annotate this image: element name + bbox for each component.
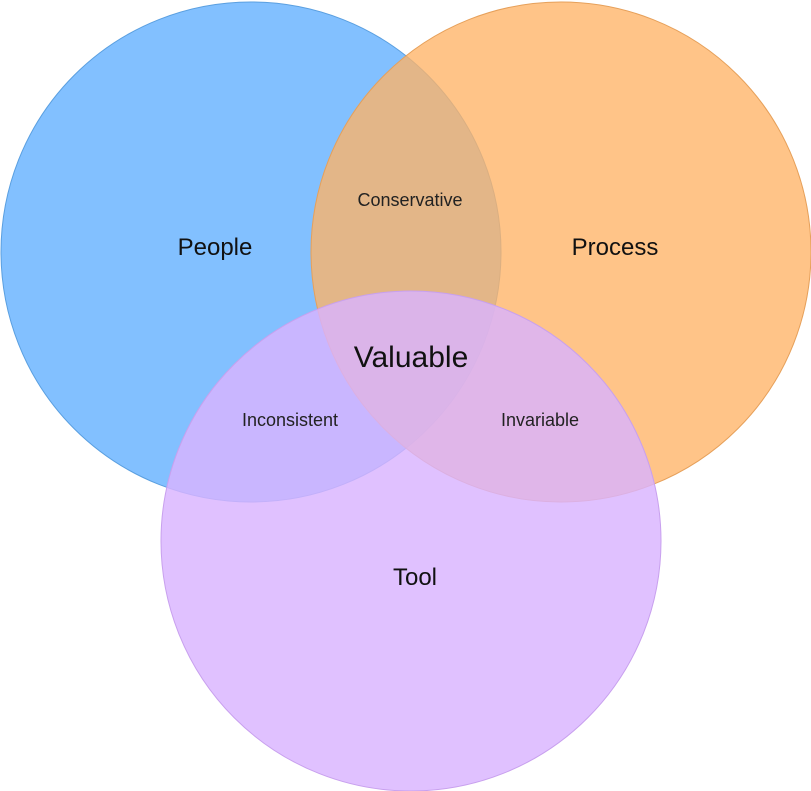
tool-circle bbox=[160, 290, 662, 791]
process-label: Process bbox=[572, 234, 659, 261]
tool-label: Tool bbox=[393, 564, 437, 591]
valuable-label: Valuable bbox=[354, 341, 469, 374]
people-label: People bbox=[178, 234, 253, 261]
conservative-label: Conservative bbox=[357, 190, 462, 210]
inconsistent-label: Inconsistent bbox=[242, 410, 338, 430]
invariable-label: Invariable bbox=[501, 410, 579, 430]
